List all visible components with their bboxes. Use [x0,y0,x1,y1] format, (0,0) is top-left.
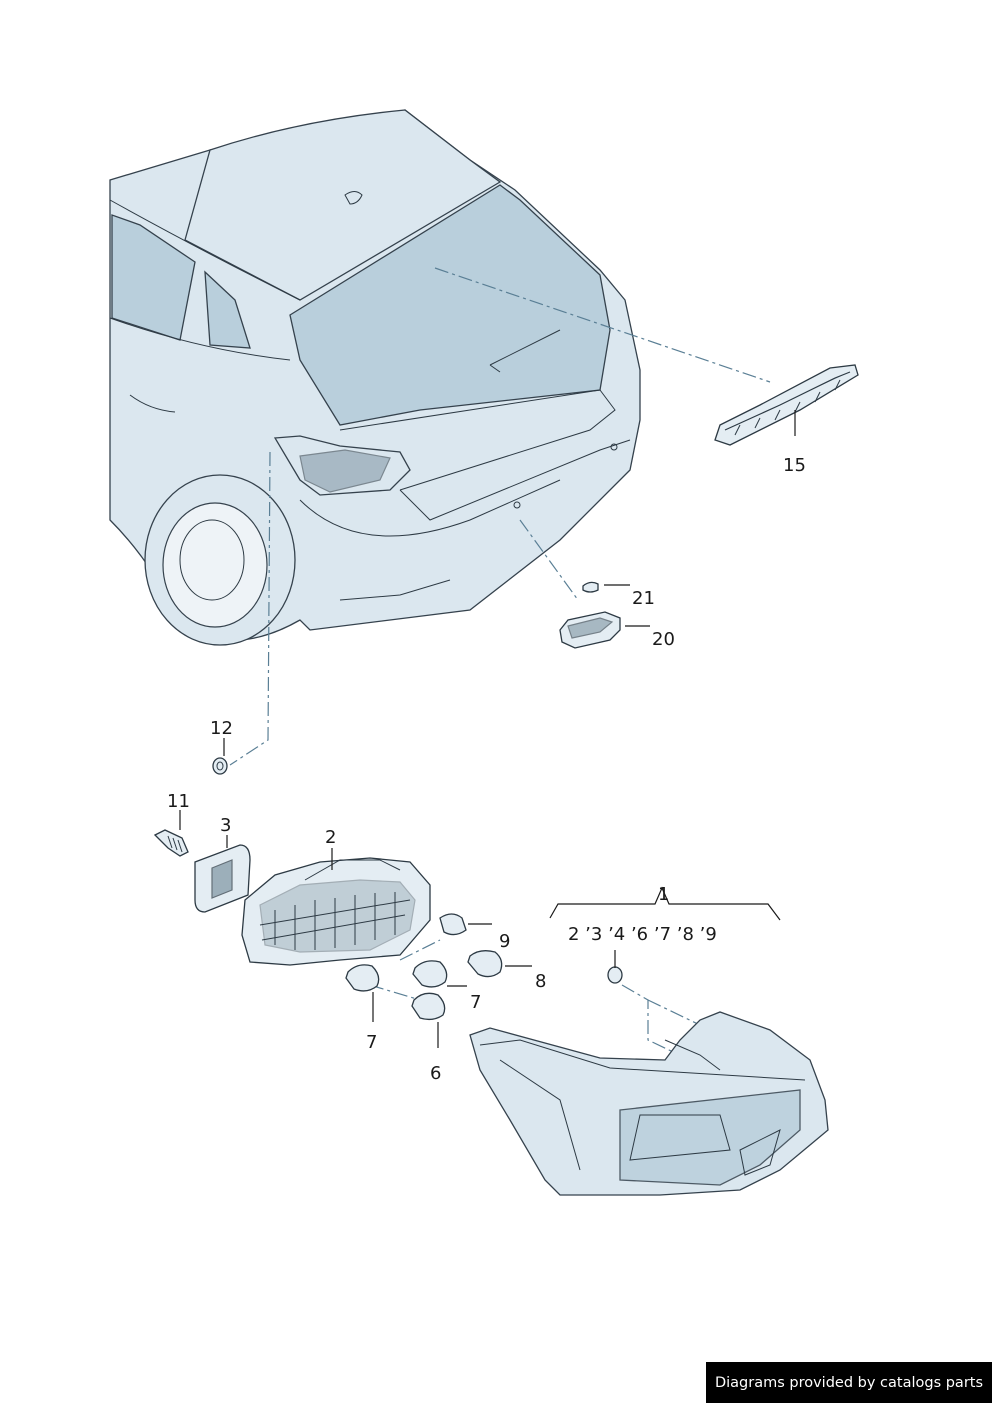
part-3-gasket [194,844,251,913]
callout-8: 8 [535,971,546,992]
callout-20: 20 [652,629,675,650]
callout-7-upper: 7 [470,992,481,1013]
callout-7-lower: 7 [366,1032,377,1053]
callout-1: 1 [658,884,669,905]
part-21-bulb [582,581,599,593]
part-1-bulb-socket [607,966,623,984]
part-11-screw [153,829,189,857]
bulb-6 [411,992,446,1021]
part-15-brake-light [714,364,859,446]
footer-credit: Diagrams provided by catalogs parts [706,1362,992,1403]
dashed-leader-lines [229,267,771,1061]
bulb-8 [467,950,503,978]
callout-3: 3 [220,815,231,836]
callout-11: 11 [167,791,190,812]
bulb-9 [439,913,467,936]
car-rear-illustration [109,109,641,646]
part-12-clip [212,757,228,775]
part-20-licence-plate-light [559,611,621,649]
callout-15: 15 [783,455,806,476]
callout-9: 9 [499,931,510,952]
footer-credit-text: Diagrams provided by catalogs parts [714,1374,984,1391]
callout-1-subparts: 2 ’3 ’4 ’6 ’7 ’8 ’9 [568,924,717,945]
callout-12: 12 [210,718,233,739]
callout-6: 6 [430,1063,441,1084]
bulb-7-lower [345,964,380,992]
callout-2: 2 [325,827,336,848]
callout-21: 21 [632,588,655,609]
part-2-bulb-holder [241,857,431,966]
part-1-tail-light [469,1011,829,1196]
bulb-7-upper [412,960,448,988]
